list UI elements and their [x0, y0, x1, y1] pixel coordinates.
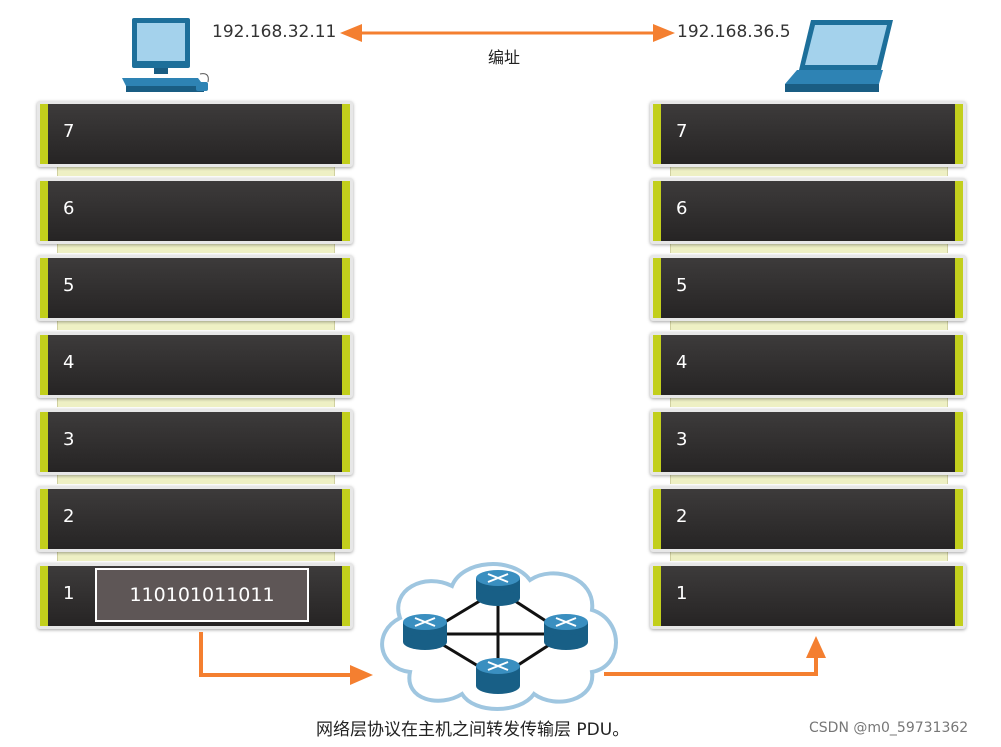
source-osi-stack: 7 6 5 4 3 2 1 110101011011: [37, 101, 353, 633]
layer-connector: [670, 244, 948, 253]
source-layer-6: 6: [37, 178, 353, 244]
watermark-text: CSDN @m0_59731362: [809, 720, 969, 736]
destination-ip-address: 192.168.36.5: [677, 22, 791, 42]
layer-connector: [57, 244, 335, 253]
layer-connector: [57, 321, 335, 330]
layer-number: 1: [676, 583, 688, 604]
layer-number: 7: [676, 121, 688, 142]
destination-layer-5: 5: [650, 255, 966, 321]
laptop-icon: [785, 20, 893, 92]
network-cloud: [380, 562, 618, 711]
bit-stream-box: 110101011011: [95, 568, 309, 622]
destination-layer-1: 1: [650, 563, 966, 629]
source-layer-5: 5: [37, 255, 353, 321]
layer-number: 7: [63, 121, 75, 142]
layer-number: 1: [63, 583, 75, 604]
destination-layer-4: 4: [650, 332, 966, 398]
router-icon: [544, 614, 588, 650]
destination-layer-3: 3: [650, 409, 966, 475]
addressing-label: 编址: [488, 48, 521, 67]
destination-layer-7: 7: [650, 101, 966, 167]
layer-connector: [57, 167, 335, 176]
layer-number: 6: [676, 198, 688, 219]
flow-arrow-left: [199, 632, 373, 685]
layer-connector: [57, 552, 335, 561]
source-layer-1: 1 110101011011: [37, 563, 353, 629]
layer-number: 2: [63, 506, 75, 527]
layer-connector: [57, 398, 335, 407]
desktop-computer-icon: [122, 18, 209, 92]
source-layer-7: 7: [37, 101, 353, 167]
layer-number: 4: [676, 352, 688, 373]
layer-number: 2: [676, 506, 688, 527]
layer-connector: [670, 167, 948, 176]
layer-number: 3: [63, 429, 75, 450]
layer-connector: [670, 475, 948, 484]
diagram-caption: 网络层协议在主机之间转发传输层 PDU。: [316, 720, 630, 740]
flow-arrow-right: [604, 636, 826, 676]
layer-connector: [57, 475, 335, 484]
router-icon: [476, 658, 520, 694]
layer-number: 5: [676, 275, 688, 296]
destination-layer-6: 6: [650, 178, 966, 244]
addressing-arrow: [340, 24, 675, 42]
layer-number: 6: [63, 198, 75, 219]
layer-number: 3: [676, 429, 688, 450]
router-icon: [476, 570, 520, 606]
layer-connector: [670, 321, 948, 330]
source-ip-address: 192.168.32.11: [212, 22, 337, 42]
layer-number: 5: [63, 275, 75, 296]
router-icon: [403, 614, 447, 650]
layer-number: 4: [63, 352, 75, 373]
layer-connector: [670, 398, 948, 407]
destination-layer-2: 2: [650, 486, 966, 552]
destination-osi-stack: 7 6 5 4 3 2 1: [650, 101, 966, 633]
source-layer-4: 4: [37, 332, 353, 398]
source-layer-2: 2: [37, 486, 353, 552]
source-layer-3: 3: [37, 409, 353, 475]
layer-connector: [670, 552, 948, 561]
